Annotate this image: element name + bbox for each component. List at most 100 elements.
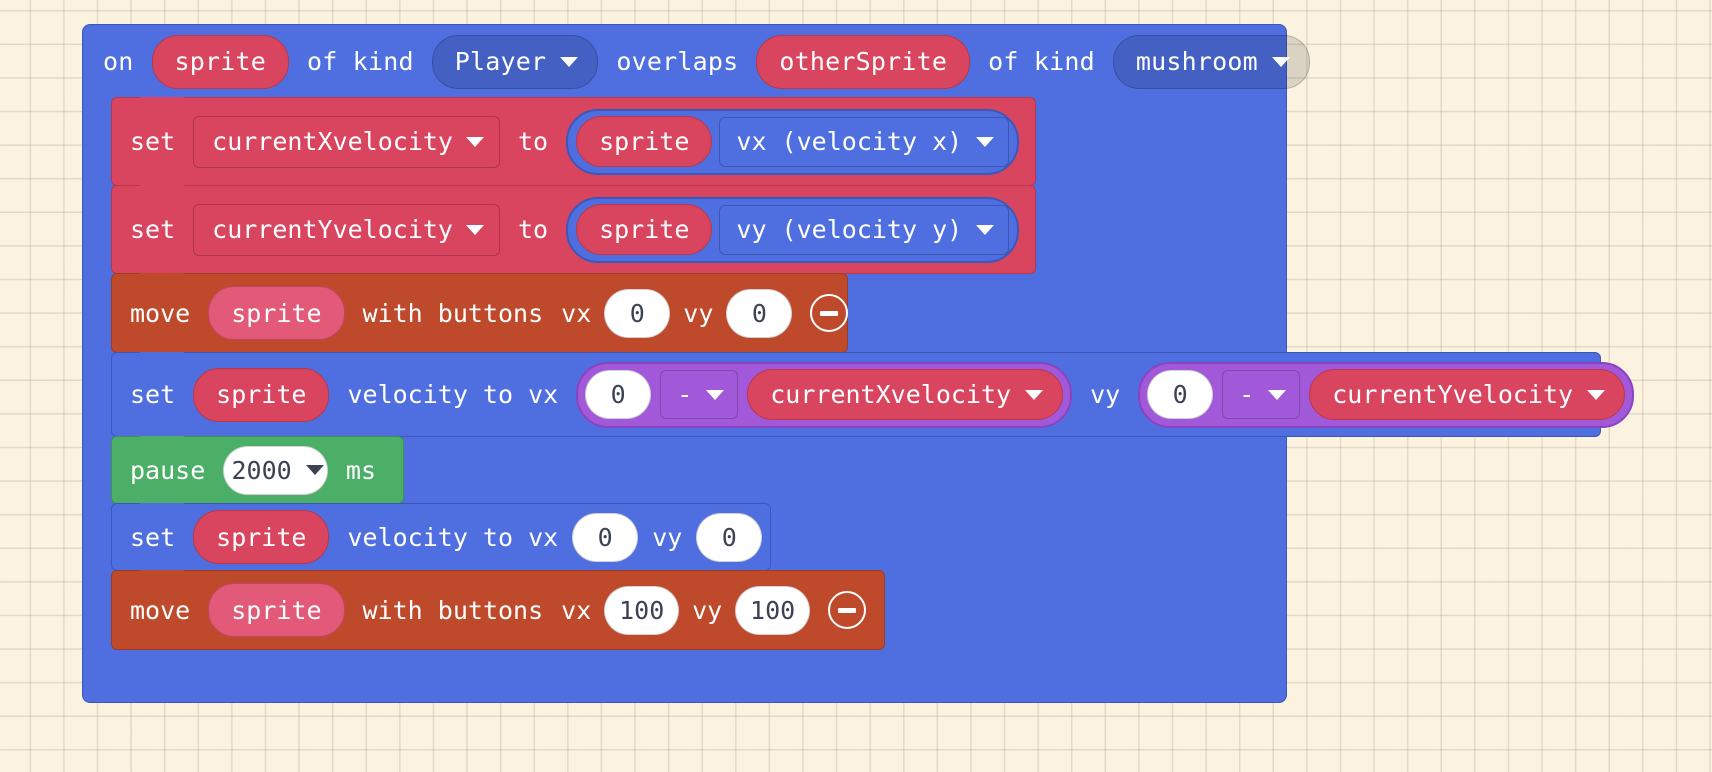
velocity-to-vx-label: velocity to vx [347, 380, 559, 409]
vx-label: vx [561, 298, 592, 328]
chevron-down-icon [706, 389, 725, 400]
set-label: set [130, 215, 176, 244]
math-operator-symbol: - [677, 380, 693, 409]
event-param-sprite[interactable]: sprite [151, 34, 290, 89]
vx-input[interactable]: 0 [604, 288, 671, 338]
chevron-down-icon [1271, 56, 1290, 67]
sprite-property-label: vx (velocity x) [736, 127, 963, 156]
reporter-sprite-vy[interactable]: sprite vy (velocity y) [566, 196, 1020, 263]
block-notch [140, 503, 184, 514]
math-subtract-vy[interactable]: 0 - currentYvelocity [1138, 361, 1635, 428]
set-label: set [130, 127, 176, 156]
move-label: move [130, 595, 191, 625]
math-right-variable: currentXvelocity [770, 380, 1012, 409]
event-block-header[interactable]: on sprite of kind Player overlaps otherS… [83, 25, 1310, 98]
reporter-object-label: sprite [599, 215, 690, 244]
event-param-sprite-label: sprite [174, 47, 267, 76]
vx-value: 100 [619, 595, 665, 625]
vx-label: vx [561, 595, 592, 625]
chevron-down-icon [560, 56, 579, 67]
sprite-argument[interactable]: sprite [208, 583, 345, 637]
event-param-other-sprite[interactable]: otherSprite [756, 34, 971, 89]
math-subtract-vx[interactable]: 0 - currentXvelocity [576, 361, 1073, 428]
vx-value: 0 [629, 298, 645, 328]
event-param-other-sprite-label: otherSprite [779, 47, 948, 76]
vy-label: vy [652, 522, 683, 552]
pause-duration-value: 2000 [231, 455, 292, 485]
math-right-operand-vx[interactable]: currentXvelocity [747, 369, 1064, 420]
chevron-down-icon [465, 224, 484, 235]
statement-set-currentYvelocity[interactable]: set currentYvelocity to sprite vy (veloc… [111, 185, 1036, 274]
sprite-argument-label: sprite [216, 522, 307, 552]
statement-set-currentXvelocity[interactable]: set currentXvelocity to sprite vx (veloc… [111, 97, 1036, 186]
math-left-value: 0 [1172, 380, 1188, 409]
vx-input[interactable]: 100 [604, 585, 680, 635]
event-label-of-kind-2: of kind [988, 47, 1095, 76]
chevron-down-icon [465, 136, 484, 147]
sprite-argument-label: sprite [231, 298, 322, 328]
event-kind-1-value: Player [454, 47, 547, 76]
vy-input[interactable]: 0 [696, 512, 763, 562]
chevron-down-icon [976, 136, 995, 147]
with-buttons-label: with buttons [362, 298, 544, 328]
event-kind-dropdown-player[interactable]: Player [431, 34, 599, 89]
with-buttons-label: with buttons [362, 595, 544, 625]
variable-name: currentYvelocity [212, 215, 453, 244]
reporter-sprite-vx[interactable]: sprite vx (velocity x) [566, 108, 1020, 175]
vy-label: vy [692, 595, 723, 625]
math-operator-dropdown-vx[interactable]: - [660, 370, 739, 419]
vy-value: 0 [721, 522, 737, 552]
sprite-argument[interactable]: sprite [193, 510, 330, 564]
statement-set-velocity-negated[interactable]: set sprite velocity to vx 0 - currentXve… [111, 352, 1635, 437]
block-notch [140, 352, 184, 363]
move-label: move [130, 298, 191, 328]
block-notch [140, 273, 184, 284]
pause-duration-dropdown[interactable]: 2000 [223, 445, 328, 495]
sprite-argument[interactable]: sprite [193, 367, 330, 422]
to-label: to [517, 215, 549, 244]
sprite-argument[interactable]: sprite [208, 286, 345, 340]
statement-move-with-buttons-zero[interactable]: move sprite with buttons vx 0 vy 0 [111, 273, 849, 353]
vx-value: 0 [597, 522, 613, 552]
event-kind-dropdown-mushroom[interactable]: mushroom [1112, 34, 1310, 89]
sprite-property-dropdown-vy[interactable]: vy (velocity y) [719, 204, 1010, 255]
reporter-object-sprite[interactable]: sprite [576, 116, 713, 167]
math-operator-dropdown-vy[interactable]: - [1222, 370, 1301, 419]
set-label: set [130, 380, 176, 409]
sprite-argument-label: sprite [231, 595, 322, 625]
math-left-operand-vy[interactable]: 0 [1147, 370, 1214, 419]
sprite-property-dropdown-vx[interactable]: vx (velocity x) [719, 116, 1010, 167]
vy-label: vy [1090, 380, 1121, 409]
minus-circle-icon[interactable] [828, 591, 866, 629]
vx-input[interactable]: 0 [572, 512, 639, 562]
variable-dropdown-currentYvelocity[interactable]: currentYvelocity [193, 203, 500, 256]
event-block-on-overlaps[interactable]: on sprite of kind Player overlaps otherS… [82, 24, 1635, 703]
block-notch [140, 97, 184, 108]
vy-value: 0 [751, 298, 767, 328]
reporter-object-sprite[interactable]: sprite [576, 204, 713, 255]
event-block-body: set currentXvelocity to sprite vx (veloc… [83, 97, 1635, 650]
chevron-down-icon [1587, 389, 1606, 400]
statement-pause[interactable]: pause 2000 ms [111, 436, 404, 504]
vy-label: vy [683, 298, 714, 328]
chevron-down-icon [976, 224, 995, 235]
vy-input[interactable]: 0 [726, 288, 793, 338]
event-label-on: on [103, 47, 134, 76]
velocity-to-vx-label: velocity to vx [347, 522, 559, 552]
minus-circle-icon[interactable] [810, 294, 849, 332]
block-notch [140, 570, 184, 581]
statement-set-velocity-zero[interactable]: set sprite velocity to vx 0 vy 0 [111, 503, 771, 571]
math-right-operand-vy[interactable]: currentYvelocity [1309, 369, 1626, 420]
statement-move-with-buttons-hundred[interactable]: move sprite with buttons vx 100 vy 100 [111, 570, 885, 650]
reporter-object-label: sprite [599, 127, 690, 156]
variable-dropdown-currentXvelocity[interactable]: currentXvelocity [193, 115, 500, 168]
math-right-variable: currentYvelocity [1332, 380, 1574, 409]
pause-label: pause [130, 455, 206, 485]
block-notch [140, 436, 184, 447]
event-label-of-kind-1: of kind [307, 47, 414, 76]
vy-input[interactable]: 100 [735, 585, 810, 635]
math-operator-symbol: - [1239, 380, 1255, 409]
math-left-operand-vx[interactable]: 0 [585, 370, 652, 419]
variable-name: currentXvelocity [212, 127, 453, 156]
